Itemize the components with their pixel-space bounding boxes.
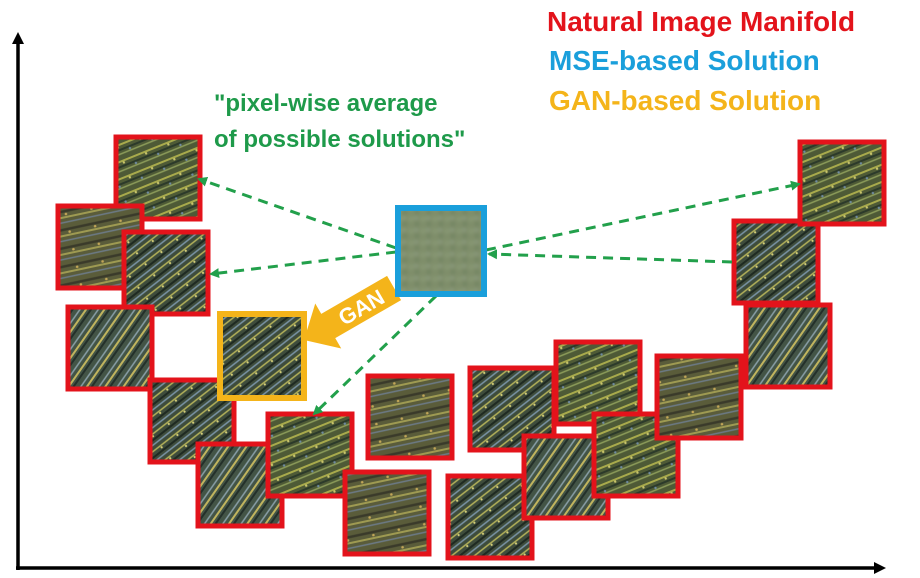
image-patch [121, 229, 211, 317]
mse-solution-patch [395, 205, 487, 297]
arrow-to-top-left-patch [197, 176, 397, 250]
legend-gan-solution: GAN-based Solution [549, 85, 822, 116]
image-patch [65, 304, 155, 392]
average-arrows [197, 176, 801, 416]
image-patch [731, 218, 821, 306]
image-patch [743, 302, 833, 390]
image-patch [797, 139, 887, 227]
annotation-line-2: of possible solutions" [214, 126, 466, 153]
natural-image-patches [55, 134, 887, 561]
legend-natural-image-manifold: Natural Image Manifold [547, 6, 856, 37]
arrow-to-top-right-patch [485, 180, 801, 252]
arrow-to-left-patch [209, 250, 397, 279]
annotation-line-1: "pixel-wise average [214, 90, 438, 117]
gan-arrow: GAN [304, 275, 402, 349]
arrow-to-bottom-patch [312, 294, 438, 416]
gan-solution-patch [217, 311, 307, 401]
image-patch [445, 473, 535, 561]
image-patch [342, 469, 432, 557]
legend-mse-solution: MSE-based Solution [549, 45, 820, 76]
image-patch [654, 353, 744, 441]
image-patch [265, 411, 355, 499]
image-patch [365, 373, 455, 461]
arrow-from-right-patch [487, 249, 733, 264]
